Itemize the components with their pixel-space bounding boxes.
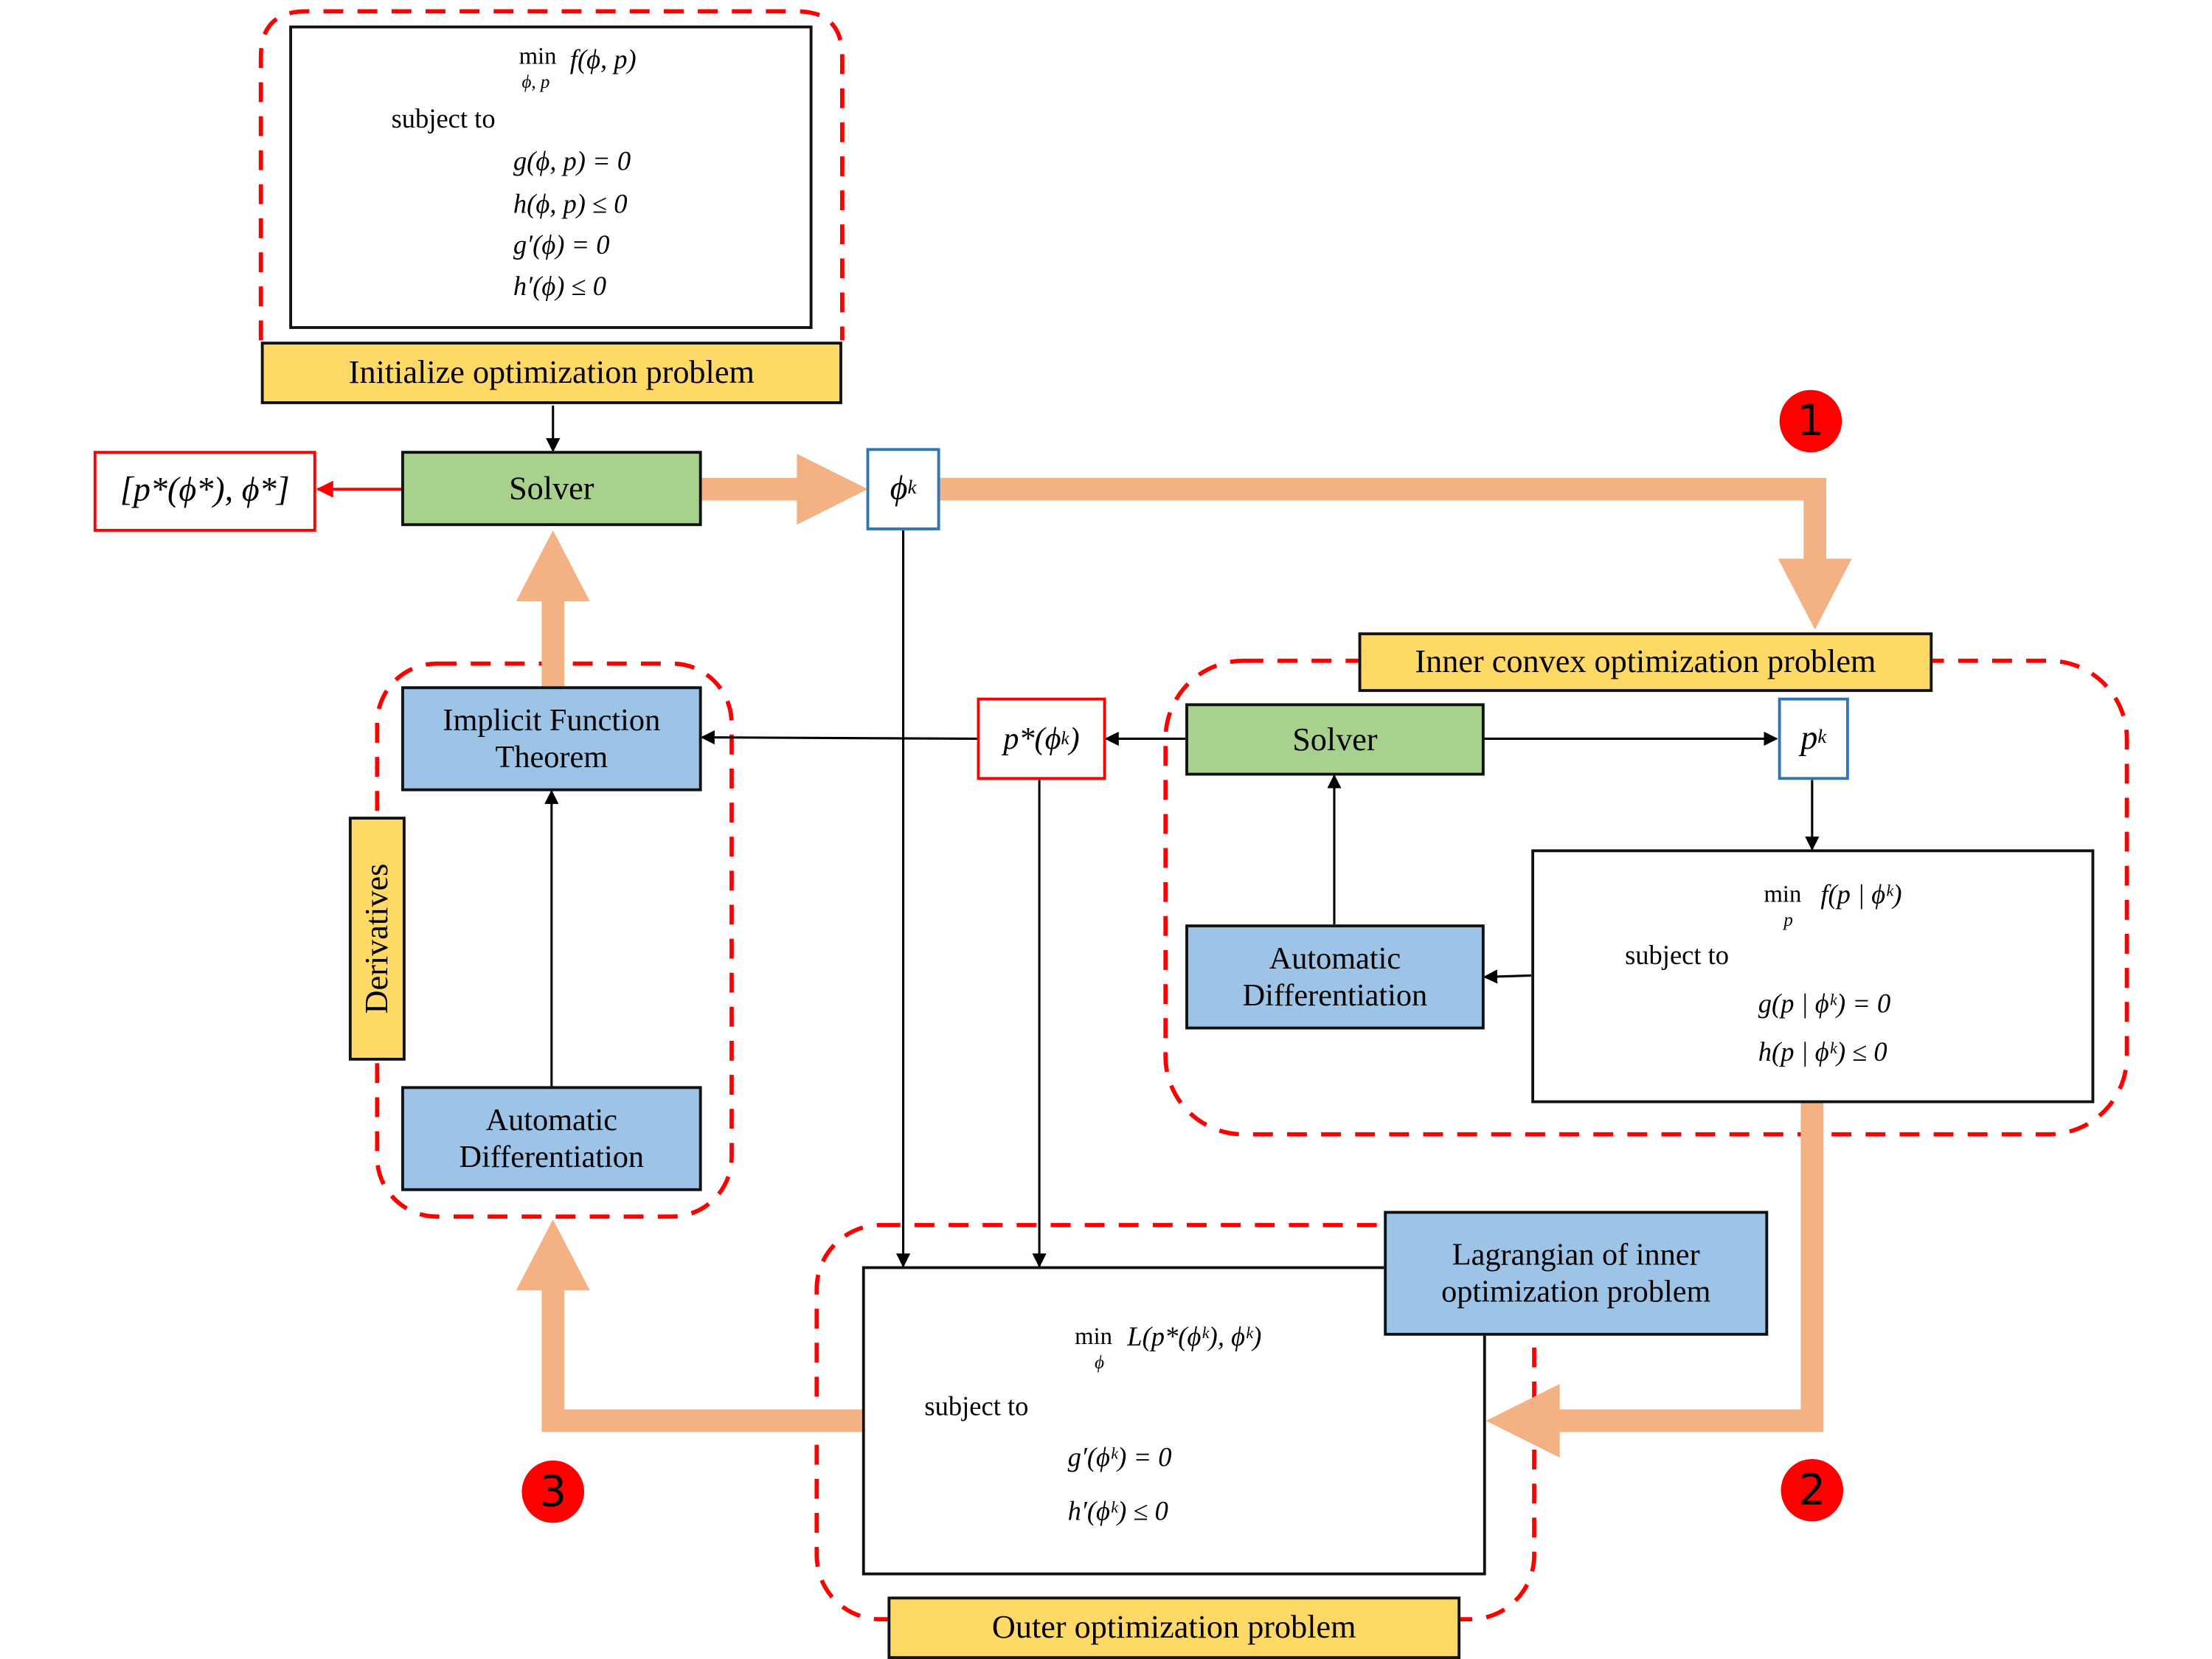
derivatives-label: Derivatives bbox=[348, 817, 406, 1061]
outer-subject-to: subject to bbox=[924, 1392, 1029, 1422]
p-k-symbol: p bbox=[1800, 719, 1818, 757]
inner-solver-box[interactable]: Solver bbox=[1185, 703, 1485, 776]
outer-problem-label: Outer optimization problem bbox=[887, 1596, 1461, 1659]
inner-objective-min: min bbox=[1764, 880, 1802, 908]
p-star-phi-k-text: p*(ϕ bbox=[1003, 720, 1061, 756]
inner-group-border bbox=[1163, 658, 2129, 1137]
final-output-box: [p*(ϕ*), ϕ*] bbox=[93, 451, 316, 532]
init-subject-to: subject to bbox=[391, 105, 496, 135]
init-objective-min: min bbox=[519, 42, 557, 70]
step-badge-3: 3 bbox=[521, 1460, 585, 1523]
arrow-pstar-to-ift bbox=[700, 730, 977, 745]
derivatives-label-text: Derivatives bbox=[358, 863, 395, 1014]
step-badge-1: 1 bbox=[1779, 389, 1842, 453]
lagrangian-line1: Lagrangian of inner bbox=[1452, 1236, 1700, 1272]
init-problem-label: Initialize optimization problem bbox=[260, 342, 842, 404]
thick-arrow-inner-to-outer bbox=[1485, 1103, 1824, 1458]
init-constraint: g′(ϕ) = 0 bbox=[513, 231, 610, 261]
inner-autodiff-line1: Automatic bbox=[1269, 939, 1401, 975]
outer-constraint: h′(ϕᵏ) ≤ 0 bbox=[1067, 1497, 1168, 1528]
init-constraint: h(ϕ, p) ≤ 0 bbox=[513, 190, 628, 220]
init-problem-box: min ϕ, p f(ϕ, p) subject to g(ϕ, p) = 0 … bbox=[289, 25, 813, 329]
p-star-phi-k-tail: ) bbox=[1069, 720, 1080, 756]
outer-solver-box[interactable]: Solver bbox=[401, 451, 702, 527]
derivatives-autodiff-line1: Automatic bbox=[485, 1101, 618, 1137]
init-objective-sub: ϕ, p bbox=[521, 71, 550, 92]
inner-autodiff-box[interactable]: Automatic Differentiation bbox=[1185, 924, 1485, 1030]
thick-arrow-derivatives-to-solver bbox=[516, 530, 590, 687]
inner-constraint: h(p | ϕᵏ) ≤ 0 bbox=[1758, 1038, 1887, 1068]
thick-arrow-solver-to-phik bbox=[700, 454, 868, 525]
step-badge-2: 2 bbox=[1781, 1458, 1844, 1522]
inner-constraint: g(p | ϕᵏ) = 0 bbox=[1758, 989, 1891, 1020]
outer-objective: L(p*(ϕᵏ), ϕᵏ) bbox=[1127, 1323, 1262, 1353]
inner-subject-to: subject to bbox=[1625, 941, 1730, 971]
derivatives-autodiff-line2: Differentiation bbox=[459, 1138, 645, 1174]
inner-objective-sub: p bbox=[1783, 909, 1793, 930]
arrow-inner-problem-to-autodiff bbox=[1483, 969, 1532, 984]
init-objective: f(ϕ, p) bbox=[569, 45, 637, 75]
ift-label-line1: Implicit Function bbox=[443, 701, 661, 737]
ift-box[interactable]: Implicit Function Theorem bbox=[401, 686, 702, 792]
phi-k-symbol: ϕ bbox=[890, 470, 908, 508]
thick-arrow-outer-to-derivatives bbox=[516, 1219, 862, 1433]
lagrangian-box[interactable]: Lagrangian of inner optimization problem bbox=[1384, 1211, 1769, 1336]
ift-label-line2: Theorem bbox=[495, 738, 609, 775]
init-group-border bbox=[258, 9, 845, 341]
init-constraint: h′(ϕ) ≤ 0 bbox=[513, 272, 606, 302]
outer-objective-min: min bbox=[1075, 1323, 1113, 1350]
outer-constraint: g′(ϕᵏ) = 0 bbox=[1067, 1443, 1172, 1474]
lagrangian-line2: optimization problem bbox=[1441, 1273, 1711, 1309]
p-star-phi-k-sup: k bbox=[1061, 727, 1069, 749]
derivatives-autodiff-box[interactable]: Automatic Differentiation bbox=[401, 1086, 702, 1191]
outer-problem-box: min ϕ L(p*(ϕᵏ), ϕᵏ) subject to g′(ϕᵏ) = … bbox=[861, 1266, 1486, 1576]
p-k-superscript: k bbox=[1817, 727, 1827, 749]
inner-autodiff-line2: Differentiation bbox=[1242, 977, 1428, 1013]
inner-objective: f(p | ϕᵏ) bbox=[1820, 880, 1902, 911]
phi-k-superscript: k bbox=[907, 477, 917, 499]
outer-objective-sub: ϕ bbox=[1095, 1351, 1105, 1373]
thick-arrow-phik-to-inner bbox=[938, 477, 1852, 630]
inner-problem-box: min p f(p | ϕᵏ) subject to g(p | ϕᵏ) = 0… bbox=[1531, 849, 2095, 1104]
inner-problem-label: Inner convex optimization problem bbox=[1358, 632, 1933, 693]
init-constraint: g(ϕ, p) = 0 bbox=[513, 147, 631, 178]
